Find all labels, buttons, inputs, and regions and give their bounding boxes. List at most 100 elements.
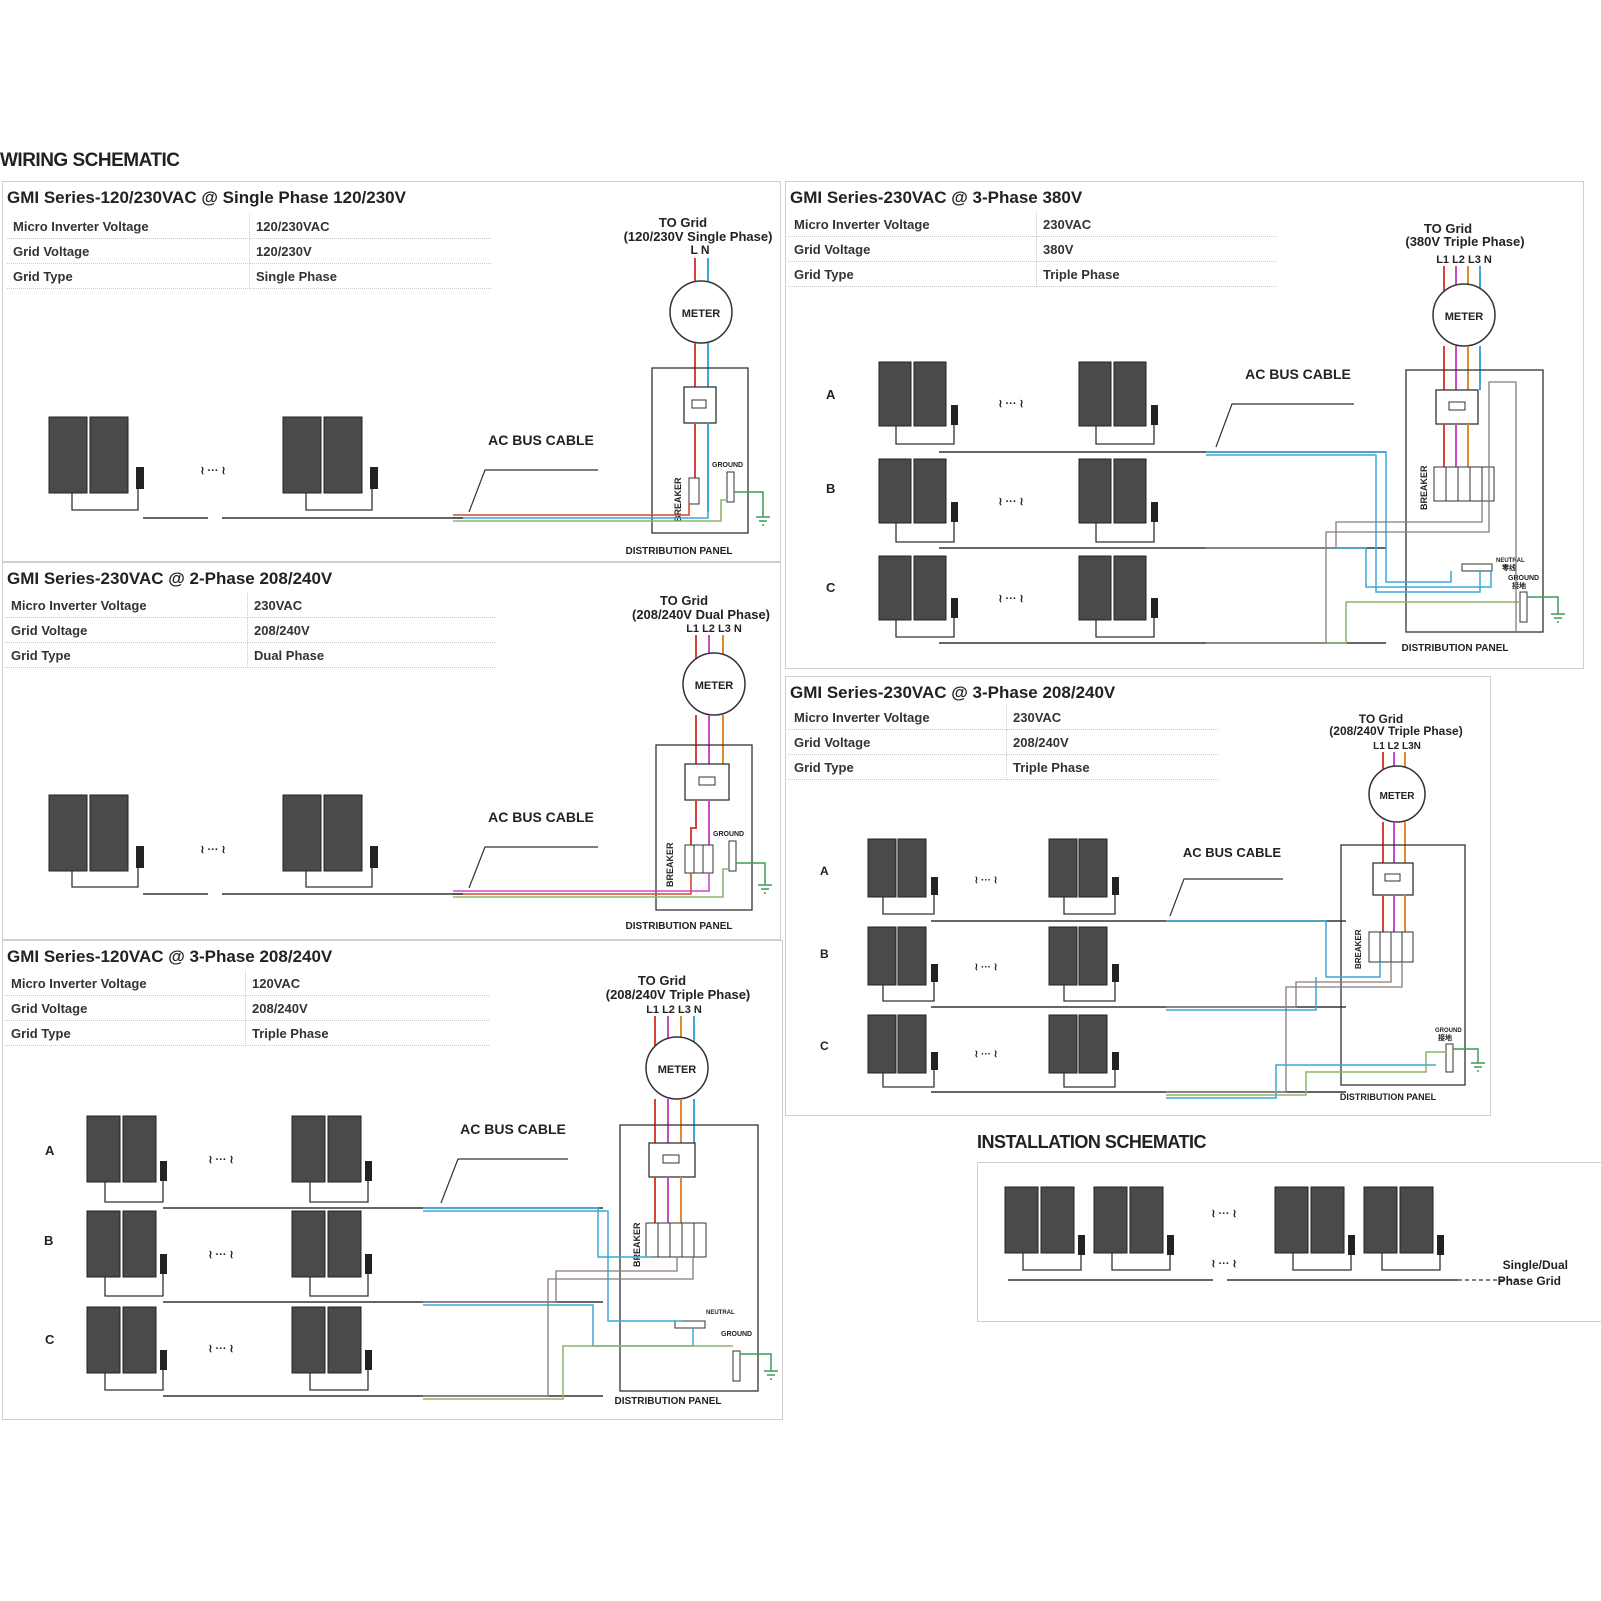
ellipsis-label: ≀ ··· ≀ [208,1154,233,1166]
earth-icon [756,516,770,526]
row-label-c: C [45,1332,55,1347]
grid-lines-label: L N [690,243,709,257]
distribution-panel-label: DISTRIBUTION PANEL [1340,1092,1437,1102]
spec-value-micro: 120VAC [245,971,489,996]
spec-label-micro: Micro Inverter Voltage [788,705,1007,730]
distribution-panel-label: DISTRIBUTION PANEL [625,546,732,557]
distribution-panel-box [655,744,753,911]
solar-panel-pair [282,794,378,888]
breaker-label: BREAKER [665,842,675,887]
ellipsis-label: ≀ ··· ≀ [1211,1208,1236,1220]
breaker-label: BREAKER [1419,465,1429,510]
meter-icon [1368,765,1426,823]
diagram-dual-phase: GMI Series-230VAC @ 2-Phase 208/240V Mic… [2,562,781,940]
row-label-c: C [820,1039,829,1053]
ac-bus-label: AC BUS CABLE [460,1121,566,1137]
to-grid-label: TO Grid [638,973,686,988]
solar-panel-row-b [867,926,1119,1002]
distribution-panel-box [1340,844,1466,1086]
ellipsis-label: ≀ ··· ≀ [974,1049,997,1060]
ac-bus-label: AC BUS CABLE [1183,845,1282,860]
ac-bus-pointer [468,469,598,513]
breaker-label: BREAKER [1354,929,1363,969]
main-breaker-icon [1435,389,1479,425]
ellipsis-label: ≀ ··· ≀ [1211,1258,1236,1270]
grid-desc-label: (208/240V Dual Phase) [632,607,770,622]
ellipsis-label: ≀ ··· ≀ [208,1249,233,1261]
meter-icon [1432,283,1496,347]
ac-bus-pointer [1169,878,1283,917]
schematic-drawing: TO Grid (380V Triple Phase) L1 L2 L3 N M… [826,221,1565,654]
spec-label-grid-voltage: Grid Voltage [5,617,248,643]
spec-value-grid-voltage: 120/230V [249,238,491,264]
to-grid-label: TO Grid [659,215,707,230]
distribution-panel-box [651,367,749,534]
solar-panel-row-a [86,1115,372,1203]
spec-value-grid-voltage: 208/240V [1006,729,1218,755]
grid-lines-label: L1 L2 L3N [1373,741,1421,752]
distribution-panel-label: DISTRIBUTION PANEL [625,921,732,932]
breaker-icon [1433,466,1495,502]
row-label-b: B [826,481,835,496]
spec-label-grid-type: Grid Type [788,754,1007,780]
grid-lines-label: L1 L2 L3 N [1436,254,1492,266]
spec-value-grid-type: Triple Phase [1006,754,1218,780]
ground-bar-icon [732,1350,741,1382]
ground-bar-icon [1445,1043,1454,1073]
spec-label-grid-voltage: Grid Voltage [788,236,1037,262]
grid-lines-label: L1 L2 L3 N [646,1004,702,1016]
ground-label: GROUND [1435,1028,1462,1034]
diagram-title: GMI Series-120VAC @ 3-Phase 208/240V [7,947,333,966]
solar-panel-row-c [867,1014,1119,1088]
ground-label: GROUND [712,462,743,469]
meter-label: METER [1445,311,1484,323]
grid-desc-label: (208/240V Triple Phase) [606,987,751,1002]
spec-label-micro: Micro Inverter Voltage [5,593,248,618]
ground-label: GROUND [721,1331,752,1338]
row-label-a: A [45,1143,55,1158]
schematic-drawing: TO Grid (120/230V Single Phase) L N METE… [48,215,773,557]
main-breaker-icon [684,763,730,801]
main-breaker-icon [1372,862,1414,896]
distribution-panel-box [619,1124,759,1392]
solar-panel-row-a [878,361,1158,445]
meter-label: METER [695,680,734,692]
solar-panel-row-b [86,1210,372,1297]
ac-bus-label: AC BUS CABLE [1245,366,1351,382]
schematic-drawing: TO Grid (208/240V Triple Phase) L1 L2 L3… [44,973,778,1407]
main-breaker-icon [683,386,717,424]
solar-panel-pair [48,416,144,511]
meter-label: METER [682,308,721,320]
diagram-title: GMI Series-230VAC @ 3-Phase 208/240V [790,683,1116,702]
distribution-panel-box [1405,369,1544,633]
schematic-drawing: TO Grid (208/240V Dual Phase) L1 L2 L3 N… [48,593,772,932]
ellipsis-label: ≀ ··· ≀ [998,496,1023,508]
breaker-icon [688,477,700,505]
spec-value-micro: 230VAC [247,593,495,618]
diagram-triple-phase-120: GMI Series-120VAC @ 3-Phase 208/240V Mic… [2,940,783,1420]
ac-bus-pointer [440,1158,568,1204]
distribution-panel-label: DISTRIBUTION PANEL [614,1396,721,1407]
main-breaker-icon [648,1142,696,1178]
ground-bar-icon [726,471,735,503]
neutral-label: NEUTRAL [1496,558,1525,564]
spec-label-grid-voltage: Grid Voltage [7,238,250,264]
schematic-drawing: TO Grid (208/240V Triple Phase) L1 L2 L3… [820,712,1485,1102]
spec-value-grid-voltage: 380V [1036,236,1276,262]
diagram-title: GMI Series-230VAC @ 2-Phase 208/240V [7,569,333,588]
spec-value-grid-type: Triple Phase [1036,261,1276,287]
breaker-label: BREAKER [632,1222,642,1267]
to-grid-label: TO Grid [660,593,708,608]
breaker-icon [684,844,714,874]
spec-value-grid-type: Dual Phase [247,642,495,668]
spec-label-micro: Micro Inverter Voltage [7,214,250,239]
grid-desc-label: (120/230V Single Phase) [624,229,773,244]
ground-cn-label: 接地 [1438,1033,1452,1042]
row-label-b: B [44,1233,53,1248]
ground-cn-label: 接地 [1512,581,1526,590]
installation-schematic: ≀ ··· ≀ ≀ ··· ≀ Single/Dual Phase Grid [977,1162,1601,1322]
solar-panel-group [1004,1186,1444,1271]
